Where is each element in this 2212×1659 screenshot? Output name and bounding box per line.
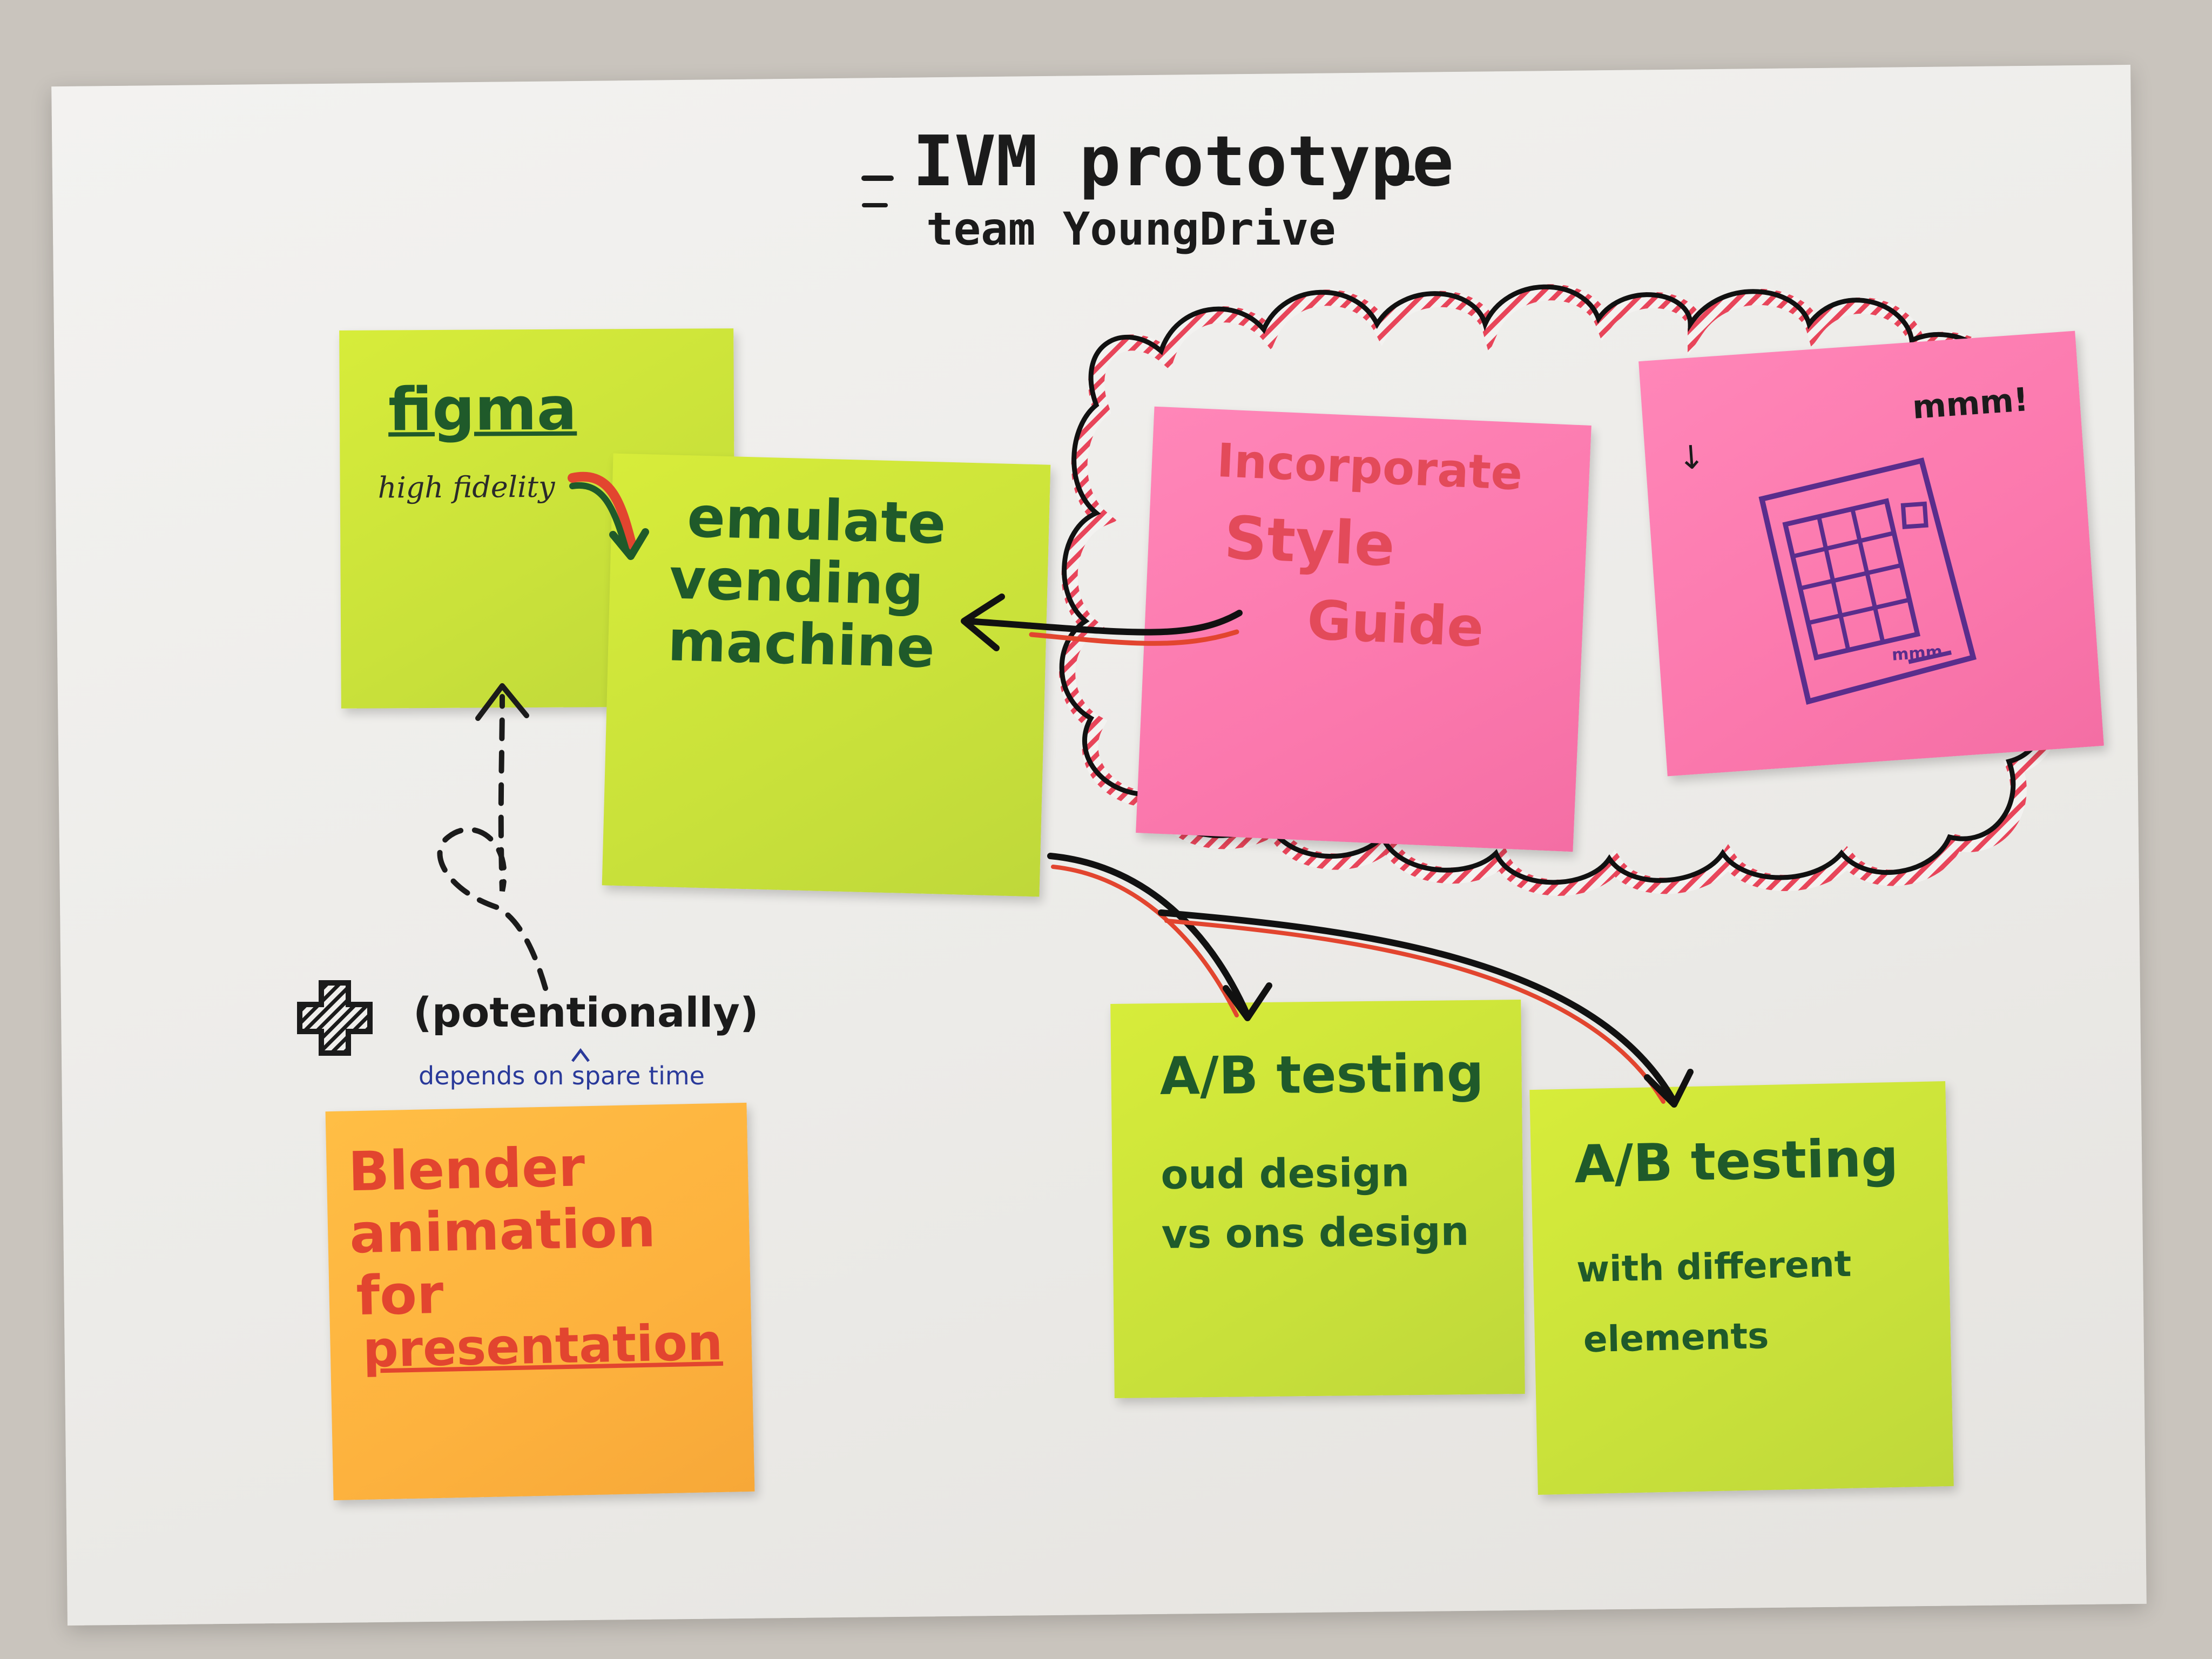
potentially-label: (potentionally) bbox=[413, 988, 759, 1036]
style-guide-line-2: Style bbox=[1223, 503, 1397, 580]
ab-elements-line-2: elements bbox=[1583, 1314, 1770, 1361]
plus-icon bbox=[294, 977, 375, 1058]
down-arrow-icon: ↓ bbox=[1676, 438, 1707, 478]
ab-design-line-1: oud design bbox=[1161, 1149, 1410, 1199]
style-guide-note: Incorporate Style Guide bbox=[1136, 406, 1591, 852]
style-guide-line-3: Guide bbox=[1306, 588, 1485, 659]
ab-testing-design-note: A/B testing oud design vs ons design bbox=[1110, 1000, 1525, 1398]
ab-elements-heading: A/B testing bbox=[1573, 1127, 1899, 1195]
blender-line-2: animation bbox=[349, 1196, 657, 1266]
emulate-line-3: machine bbox=[666, 608, 936, 681]
ab-design-line-2: vs ons design bbox=[1161, 1208, 1469, 1258]
depends-label: depends on spare time bbox=[419, 1061, 705, 1090]
page-subtitle: team YoungDrive bbox=[926, 203, 1336, 255]
ab-design-heading: A/B testing bbox=[1159, 1042, 1485, 1107]
blender-line-1: Blender bbox=[347, 1135, 586, 1204]
subtitle-text: team YoungDrive bbox=[926, 203, 1336, 255]
page-title: IVM prototype bbox=[913, 122, 1454, 202]
vending-machine-sketch-icon bbox=[1758, 457, 1977, 705]
emulate-vending-machine-note: emulate vending machine bbox=[602, 453, 1051, 897]
blender-line-4: presentation bbox=[362, 1313, 724, 1379]
figma-subtext: high fidelity bbox=[377, 469, 555, 505]
figma-heading: figma bbox=[388, 374, 577, 444]
emulate-line-2: vending bbox=[668, 545, 925, 618]
blender-line-3: for bbox=[355, 1262, 444, 1328]
vending-sketch-note: mmm! mmm ↓ bbox=[1638, 331, 2104, 777]
ab-testing-elements-note: A/B testing with different elements bbox=[1529, 1081, 1954, 1495]
sketch-label-top: mmm! bbox=[1911, 381, 2030, 427]
style-guide-line-1: Incorporate bbox=[1216, 433, 1524, 501]
sketch-label-small: mmm bbox=[1891, 642, 1944, 665]
title-text: IVM prototype bbox=[913, 122, 1454, 202]
ab-elements-line-1: with different bbox=[1576, 1243, 1852, 1291]
emulate-line-1: emulate bbox=[686, 484, 947, 557]
blender-note: Blender animation for presentation bbox=[325, 1102, 755, 1501]
